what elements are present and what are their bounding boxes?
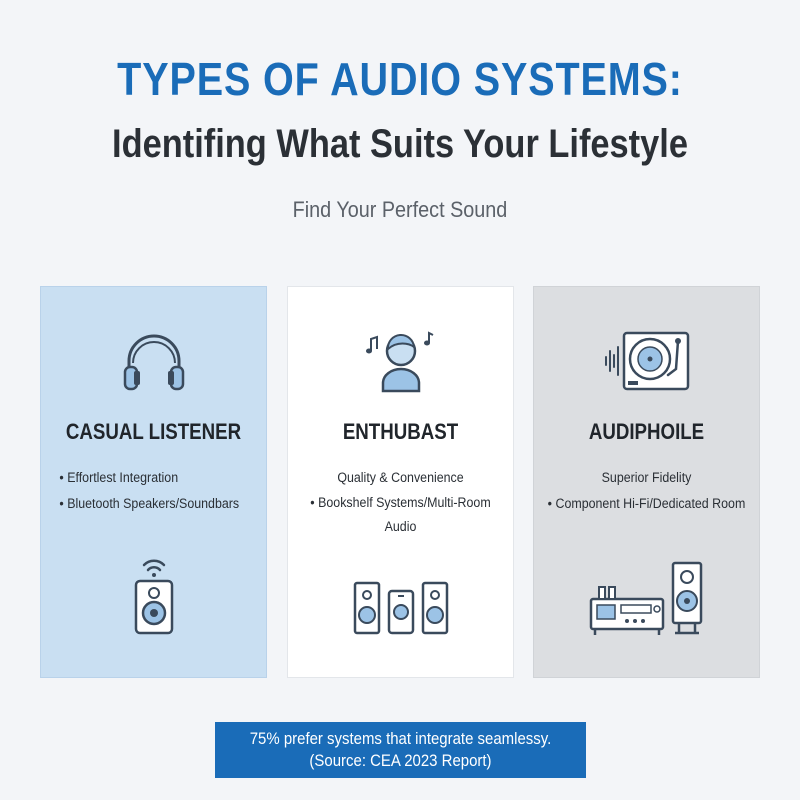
- stat-text: 75% prefer systems that integrate seamle…: [249, 729, 552, 748]
- bluetooth-speaker-icon: [134, 559, 173, 635]
- multi-room-speakers-icon: [353, 581, 448, 635]
- card-enthusiast: ENTHUBAST Quality & Convenience • Booksh…: [287, 286, 514, 678]
- turntable-icon: [604, 331, 689, 391]
- card-bullet: Quality & Convenience: [337, 470, 464, 485]
- tagline: Find Your Perfect Sound: [292, 197, 508, 222]
- card-heading: AUDIPHOILE: [588, 419, 705, 444]
- card-bullet: • Bluetooth Speakers/Soundbars: [59, 496, 240, 511]
- card-bullet: • Effortlest Integration: [59, 470, 179, 485]
- main-subtitle: Identifing What Suits Your Lifestyle: [112, 122, 688, 166]
- card-audiophile: AUDIPHOILE Superior Fidelity • Component…: [533, 286, 760, 678]
- card-bullet: • Component Hi-Fi/Dedicated Room: [547, 496, 746, 511]
- headphones-icon: [123, 334, 184, 391]
- main-title: TYPES OF AUDIO SYSTEMS:: [117, 53, 683, 105]
- stat-banner: 75% prefer systems that integrate seamle…: [215, 722, 586, 778]
- card-casual-listener: CASUAL LISTENER • Effortlest Integration…: [40, 286, 267, 678]
- listener-person-icon: [365, 331, 433, 393]
- card-heading: CASUAL LISTENER: [65, 419, 242, 444]
- card-bullet: • Bookshelf Systems/Multi-Room Audio: [310, 495, 491, 534]
- card-heading: ENTHUBAST: [342, 419, 459, 444]
- stat-source: (Source: CEA 2023 Report): [309, 751, 492, 770]
- card-bullet: Superior Fidelity: [601, 470, 692, 485]
- hifi-component-icon: [589, 561, 702, 635]
